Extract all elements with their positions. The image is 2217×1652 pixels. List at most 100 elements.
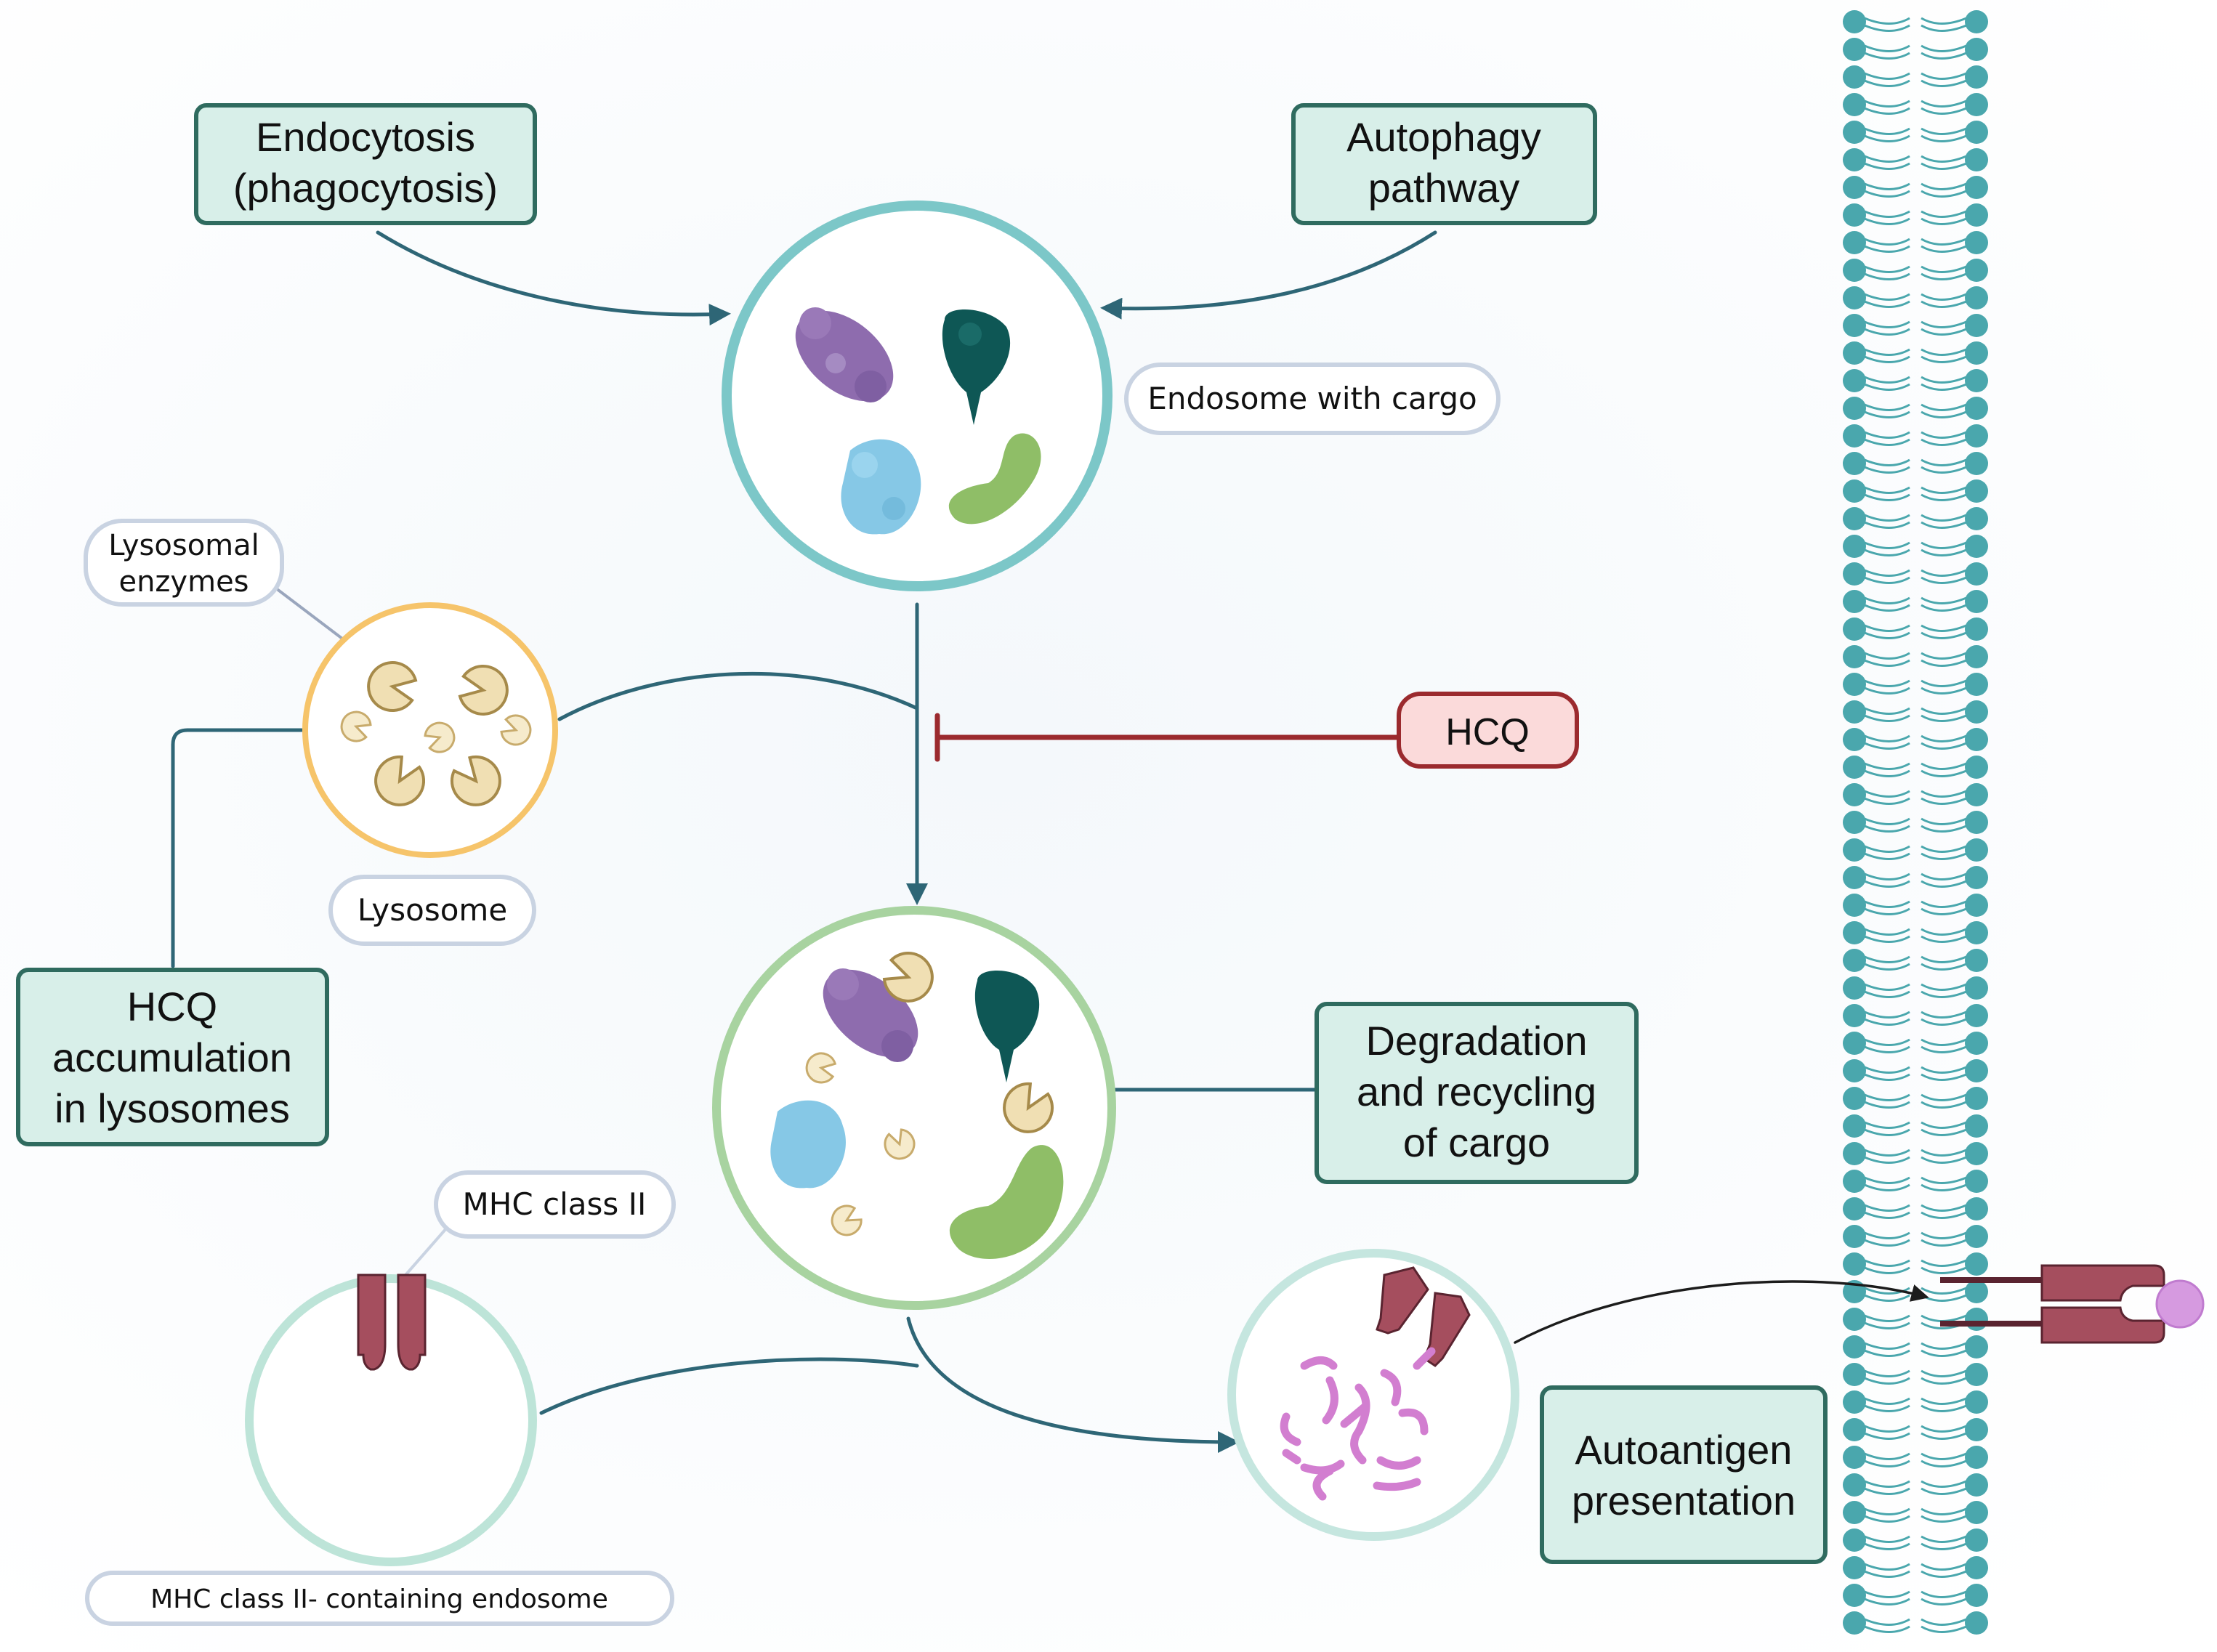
- lipid-head: [1843, 1252, 1866, 1276]
- lipid-head: [1965, 811, 1988, 834]
- lipid-tails: [1864, 900, 1967, 915]
- lipid-tails: [1864, 265, 1967, 280]
- lipid-head: [1843, 1308, 1866, 1331]
- lipid-head: [1843, 1363, 1866, 1386]
- autolysosome: [712, 906, 1116, 1310]
- lipid-tails: [1864, 1314, 1967, 1329]
- lipid-head: [1965, 1059, 1988, 1082]
- lipid-tails: [1864, 72, 1967, 87]
- lipid-head: [1965, 259, 1988, 282]
- lipid-head: [1843, 1473, 1866, 1497]
- lipid-tails: [1864, 320, 1967, 336]
- lipid-tails: [1864, 983, 1967, 998]
- lipid-tails: [1864, 652, 1967, 667]
- lipid-head: [1965, 1114, 1988, 1138]
- mhc-endosome-ring: [245, 1274, 537, 1566]
- lipid-head: [1965, 176, 1988, 199]
- lipid-head: [1843, 231, 1866, 254]
- lipid-tails: [1864, 1121, 1967, 1136]
- lipid-head: [1843, 1611, 1866, 1635]
- lipid-head: [1843, 507, 1866, 530]
- lipid-tails: [1864, 348, 1967, 363]
- lipid-head: [1843, 673, 1866, 696]
- autoantigen-peptides: [1280, 1347, 1436, 1501]
- lipid-head: [1843, 452, 1866, 475]
- lipid-head: [1843, 976, 1866, 1000]
- line-lysosome-to-hcq-accumulation: [171, 728, 304, 968]
- mhc-class-ii-endosome: [245, 1274, 537, 1566]
- lipid-head: [1965, 756, 1988, 779]
- lipid-head: [1965, 1556, 1988, 1579]
- lipid-head: [1965, 203, 1988, 227]
- endocytosis-label-line1: Endocytosis: [256, 114, 475, 160]
- lipid-tails: [1864, 293, 1967, 308]
- lipid-head: [1965, 1473, 1988, 1497]
- cargo-dark-teal-protein: [974, 971, 1040, 1082]
- lipid-tails: [1864, 1204, 1967, 1219]
- lipid-head: [1843, 1446, 1866, 1469]
- lysosomal-enzymes-line1: Lysosomal: [108, 529, 259, 562]
- lipid-tails: [1864, 790, 1967, 805]
- hcq-drug-box: HCQ: [1397, 692, 1579, 769]
- lipid-head: [1843, 397, 1866, 420]
- lipid-tails: [1864, 569, 1967, 584]
- mhc-class-ii-molecule: [1376, 1266, 1471, 1367]
- lipid-head: [1843, 728, 1866, 751]
- lipid-head: [1965, 1390, 1988, 1414]
- lipid-head: [1965, 1252, 1988, 1276]
- autoantigen-peptide: [2155, 1279, 2205, 1329]
- endosome-with-cargo-label: Endosome with cargo: [1147, 381, 1477, 416]
- autoantigen-line1: Autoantigen: [1575, 1427, 1793, 1473]
- lipid-head: [1965, 1004, 1988, 1027]
- lipid-head: [1843, 1114, 1866, 1138]
- lipid-head: [1843, 700, 1866, 724]
- lipid-tails: [1864, 1425, 1967, 1440]
- lipid-tails: [1864, 44, 1967, 60]
- lipid-tails: [1864, 872, 1967, 888]
- arrow-antigen-to-membrane: [1514, 1280, 1929, 1344]
- lipid-tails: [1864, 127, 1967, 142]
- lipid-head: [1965, 452, 1988, 475]
- lipid-head: [1843, 10, 1866, 33]
- lipid-head: [1965, 728, 1988, 751]
- lipid-head: [1843, 618, 1866, 641]
- lipid-tails: [1864, 1149, 1967, 1164]
- lipid-head: [1965, 700, 1988, 724]
- lipid-head: [1965, 314, 1988, 337]
- cargo-light-blue-protein: [770, 1100, 846, 1189]
- lipid-tails: [1864, 1618, 1967, 1633]
- lipid-tails: [1864, 1507, 1967, 1523]
- lipid-head: [1965, 1197, 1988, 1220]
- lipid-tails: [1864, 1287, 1967, 1302]
- lipid-head: [1843, 203, 1866, 227]
- lipid-tails: [1864, 431, 1967, 446]
- lipid-head: [1965, 369, 1988, 392]
- lipid-tails: [1864, 1066, 1967, 1081]
- lipid-head: [1965, 1363, 1988, 1386]
- lipid-head: [1965, 949, 1988, 972]
- lipid-head: [1965, 1335, 1988, 1359]
- lipid-head: [1965, 1501, 1988, 1524]
- lipid-head: [1965, 1280, 1988, 1303]
- lipid-head: [1843, 1197, 1866, 1220]
- lipid-head: [1965, 673, 1988, 696]
- pill-mhc-class-ii: MHC class II: [434, 1170, 676, 1239]
- lipid-tails: [1864, 1590, 1967, 1606]
- lipid-head: [1843, 1225, 1866, 1248]
- lipid-head: [1843, 1142, 1866, 1165]
- lipid-head: [1965, 148, 1988, 171]
- lipid-head: [1843, 176, 1866, 199]
- lipid-tails: [1864, 679, 1967, 695]
- lipid-head: [1965, 562, 1988, 586]
- lipid-head: [1965, 1087, 1988, 1110]
- lipid-head: [1965, 397, 1988, 420]
- lipid-head: [1965, 479, 1988, 503]
- degradation-line1: Degradation: [1365, 1018, 1587, 1064]
- connectors: [171, 230, 1929, 1453]
- label-box-autoantigen: Autoantigen presentation: [1540, 1385, 1828, 1564]
- cargo-green-protein: [949, 1145, 1064, 1259]
- lipid-head: [1843, 314, 1866, 337]
- lipid-head: [1843, 562, 1866, 586]
- lipid-tails: [1864, 1342, 1967, 1357]
- lipid-head: [1843, 756, 1866, 779]
